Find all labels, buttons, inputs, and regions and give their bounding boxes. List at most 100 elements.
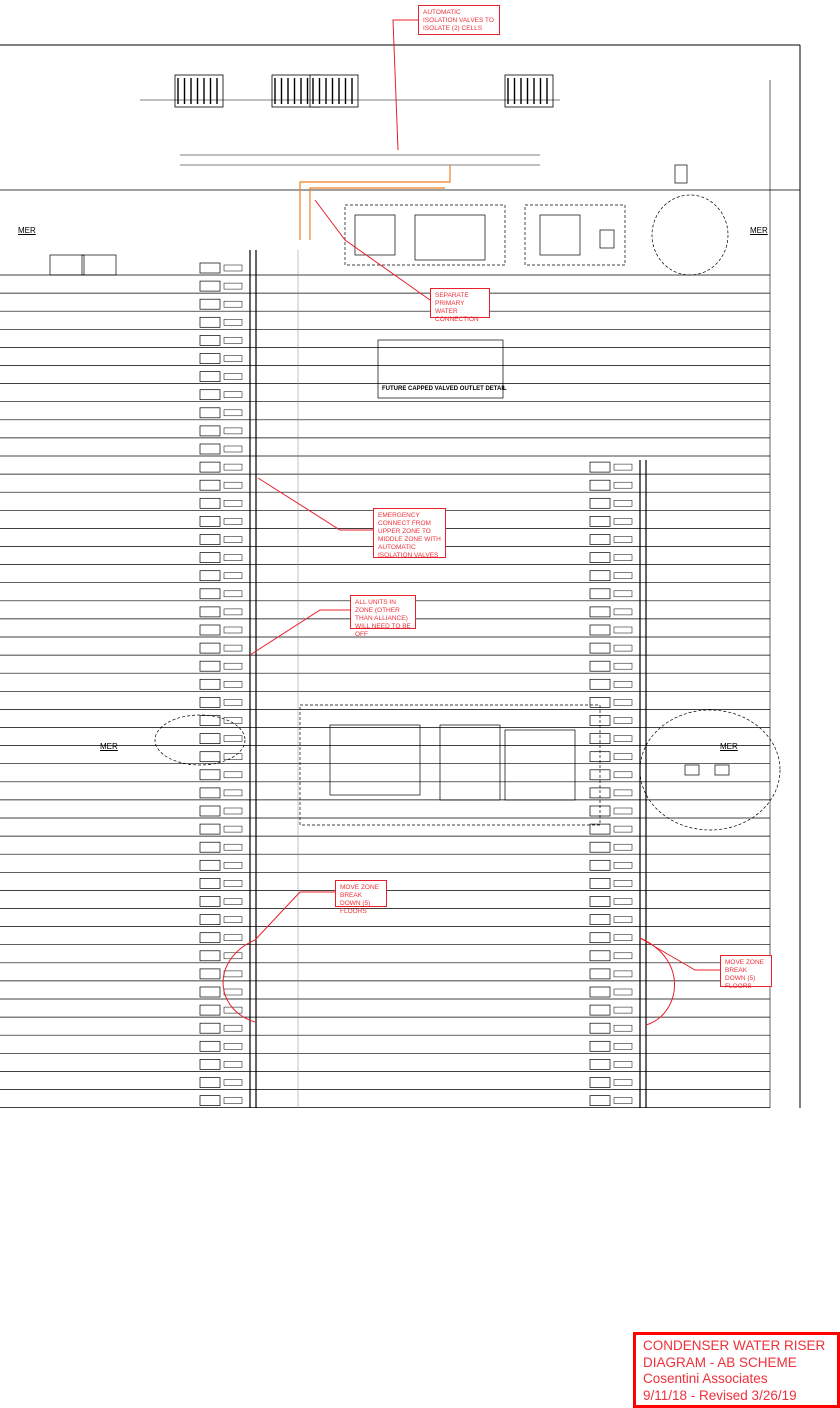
unit-box [199, 335, 221, 346]
unit-valve [613, 1043, 633, 1050]
annotation-move-zone-left: MOVE ZONE BREAK DOWN (5) FLOORS [335, 880, 387, 915]
unit-valve [223, 1006, 243, 1014]
mer-label: MER [100, 742, 118, 751]
unit-box [589, 534, 611, 545]
unit-valve [223, 391, 243, 398]
unit-valve [223, 771, 243, 779]
unit-box [589, 950, 611, 962]
unit-valve [613, 662, 633, 670]
unit-box [199, 298, 221, 310]
unit-box [199, 389, 221, 401]
revision-date: 9/11/18 - Revised 3/26/19 [643, 1387, 797, 1403]
unit-box [589, 552, 611, 563]
unit-valve [613, 572, 633, 579]
company-name: Cosentini Associates [643, 1371, 768, 1386]
annotation-units-off: ALL UNITS IN ZONE (OTHER THAN ALLIANCE) … [350, 595, 416, 638]
unit-box [199, 878, 221, 889]
unit-box [199, 642, 221, 654]
annotation-move-zone-right: MOVE ZONE BREAK DOWN (5) FLOORS [720, 955, 772, 990]
unit-box [199, 570, 221, 582]
unit-valve [613, 988, 633, 996]
unit-valve [613, 970, 633, 978]
unit-valve [223, 662, 243, 670]
unit-valve [223, 518, 243, 525]
unit-valve [613, 536, 633, 543]
unit-box [589, 769, 611, 781]
unit-valve [223, 481, 243, 489]
unit-box [199, 497, 221, 509]
unit-valve [223, 699, 243, 706]
unit-valve [613, 952, 633, 960]
unit-box [199, 280, 221, 292]
unit-valve [223, 319, 243, 326]
unit-box [589, 968, 611, 980]
unit-box [199, 371, 221, 382]
cooling-tower [309, 74, 359, 108]
unit-valve [613, 843, 633, 851]
unit-box [199, 678, 221, 690]
unit-valve [223, 916, 243, 923]
unit-box [589, 1004, 611, 1016]
unit-valve [613, 1061, 633, 1068]
unit-box [199, 733, 221, 744]
mer-label: MER [750, 226, 768, 235]
unit-box [199, 896, 221, 907]
upper-mer-equipment [49, 164, 729, 399]
title-block: CONDENSER WATER RISER DIAGRAM - AB SCHEM… [633, 1332, 840, 1408]
unit-box [589, 678, 611, 690]
unit-valve [613, 1097, 633, 1104]
unit-valve [223, 825, 243, 833]
unit-valve [223, 300, 243, 308]
unit-box [589, 878, 611, 889]
unit-box [199, 516, 221, 527]
unit-box [199, 841, 221, 853]
unit-box [589, 624, 611, 636]
unit-valve [223, 735, 243, 742]
unit-box [199, 443, 221, 455]
mer-label: MER [720, 742, 738, 751]
unit-valve [223, 843, 243, 851]
unit-valve [613, 518, 633, 525]
unit-valve [613, 463, 633, 471]
unit-valve [223, 753, 243, 760]
unit-valve [223, 427, 243, 435]
unit-valve [223, 463, 243, 471]
unit-box [589, 642, 611, 654]
unit-box [199, 660, 221, 672]
unit-valve [223, 626, 243, 634]
unit-box [199, 787, 221, 799]
unit-valve [223, 1061, 243, 1068]
unit-box [589, 497, 611, 509]
unit-valve [613, 916, 633, 923]
middle-mer-equipment [154, 704, 781, 831]
unit-valve [613, 590, 633, 598]
unit-valve [613, 554, 633, 561]
unit-valve [223, 681, 243, 688]
unit-valve [223, 355, 243, 362]
cooling-tower [504, 74, 554, 108]
riser-pipes [249, 80, 771, 1108]
unit-box [199, 353, 221, 364]
unit-box [589, 1077, 611, 1088]
annotation-primary-water: SEPARATE PRIMARY WATER CONNECTION [430, 288, 490, 323]
unit-box [199, 1004, 221, 1016]
unit-box [589, 733, 611, 744]
unit-box [589, 896, 611, 907]
unit-box [199, 823, 221, 835]
unit-box [589, 859, 611, 871]
unit-valve [223, 862, 243, 869]
unit-valve [613, 825, 633, 833]
unit-box [199, 1040, 221, 1052]
unit-box [589, 660, 611, 672]
unit-valve [613, 644, 633, 652]
unit-valve [613, 771, 633, 779]
unit-valve [613, 608, 633, 616]
unit-valve [613, 880, 633, 887]
unit-box [199, 751, 221, 763]
unit-valve [613, 681, 633, 688]
unit-box [589, 1059, 611, 1070]
unit-box [199, 950, 221, 962]
unit-box [199, 461, 221, 473]
unit-box [589, 932, 611, 944]
unit-box [199, 769, 221, 781]
